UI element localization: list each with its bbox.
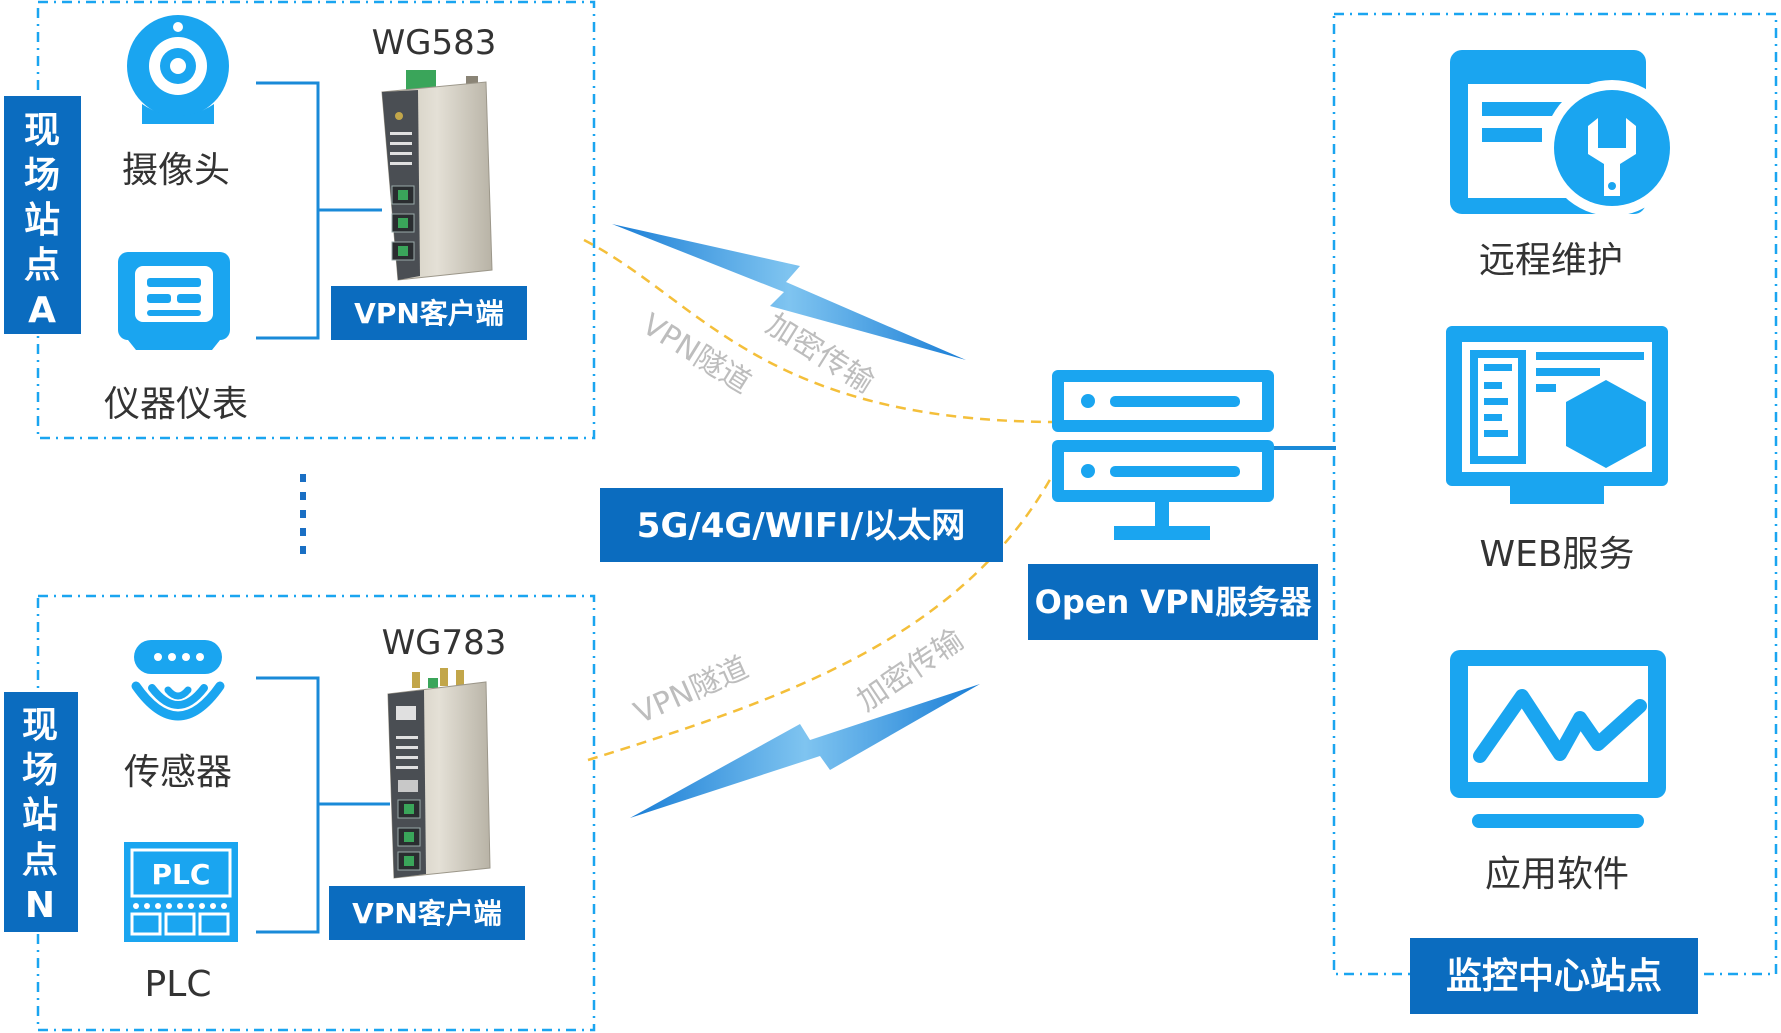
gateway-device-wg783 <box>387 668 491 879</box>
vpn-tunnel-n <box>587 475 1054 762</box>
network-label-bg <box>600 488 1003 562</box>
wireless-bolt-top <box>612 224 966 360</box>
site-n-label-char: N <box>25 885 55 926</box>
camera-icon <box>127 15 229 124</box>
monitor-center-box <box>1332 12 1778 976</box>
gateway-label-bg-a <box>331 286 527 340</box>
meter-icon <box>118 252 230 350</box>
site-a-box <box>36 0 596 440</box>
site-a-label-char: 场 <box>24 155 60 196</box>
network-label: 5G/4G/WIFI/以太网 <box>637 506 965 546</box>
site-a-label-char: 点 <box>24 245 60 286</box>
plc-icon: PLC <box>124 842 238 942</box>
service-label-web: WEB服务 <box>1479 534 1634 575</box>
device-label-camera: 摄像头 <box>122 150 230 191</box>
encrypt-label-n: 加密传输 <box>851 623 970 719</box>
wireless-bolt-bottom <box>630 684 980 818</box>
application-software-icon <box>1450 650 1666 828</box>
site-n-box <box>36 594 596 1032</box>
device-label-meter: 仪器仪表 <box>104 384 248 425</box>
plc-icon-text: PLC <box>152 858 211 891</box>
site-a-label-char: A <box>28 290 56 331</box>
vpn-server-icon <box>1052 370 1274 540</box>
remote-maintenance-icon <box>1450 50 1680 216</box>
monitor-center-label-bg <box>1410 938 1698 1014</box>
site-n-label-char: 场 <box>22 750 58 791</box>
site-n-label-char: 点 <box>22 840 58 881</box>
tunnel-label-n: VPN隧道 <box>629 650 754 731</box>
site-n-label-bg <box>4 692 78 932</box>
site-n-connectors <box>256 676 390 934</box>
site-n-label-char: 站 <box>22 795 58 836</box>
site-a-label-char: 站 <box>24 200 60 241</box>
device-label-plc: PLC <box>145 964 212 1005</box>
gateway-label-a: VPN客户端 <box>354 297 504 330</box>
site-a-label-char: 现 <box>24 110 60 151</box>
device-label-sensor: 传感器 <box>124 752 232 793</box>
server-label-bg <box>1028 564 1318 640</box>
gateway-label-bg-n <box>329 886 525 940</box>
vpn-tunnel-a <box>583 238 1053 424</box>
gateway-device-wg583 <box>381 70 493 281</box>
monitor-center-label: 监控中心站点 <box>1446 956 1662 997</box>
site-a-connectors <box>256 81 382 340</box>
service-label-app: 应用软件 <box>1485 854 1629 895</box>
gateway-model-wg783: WG783 <box>382 623 507 663</box>
web-service-icon <box>1446 326 1668 504</box>
site-a-label-bg <box>4 96 81 334</box>
ellipsis-dots <box>300 474 306 554</box>
site-n-label-char: 现 <box>22 705 58 746</box>
server-label: Open VPN服务器 <box>1035 583 1313 621</box>
gateway-label-n: VPN客户端 <box>352 897 502 930</box>
gateway-model-wg583: WG583 <box>372 23 497 63</box>
service-label-remote: 远程维护 <box>1479 240 1623 281</box>
sensor-icon <box>131 640 225 721</box>
tunnel-label-a: VPN隧道 <box>636 307 757 401</box>
